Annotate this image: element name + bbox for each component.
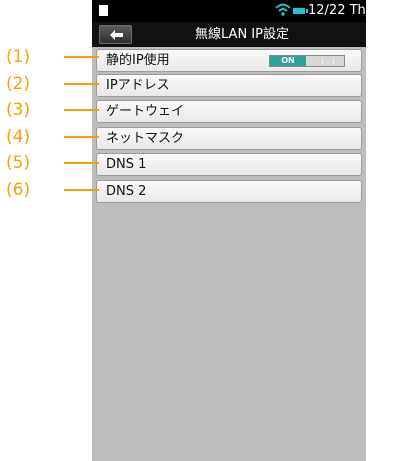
callout-5-label: (5) bbox=[6, 153, 31, 173]
device-screen: 12/22 Thu 12:34 無線LAN IP設定 静的IP使用 ON IPア… bbox=[92, 0, 366, 461]
ip-address-label: IPアドレス bbox=[106, 78, 170, 93]
callout-4-label: (4) bbox=[6, 127, 31, 147]
page-title: 無線LAN IP設定 bbox=[195, 27, 289, 42]
back-arrow-icon bbox=[110, 30, 123, 40]
callout-2-label: (2) bbox=[6, 74, 31, 94]
notification-icon bbox=[99, 5, 108, 16]
toggle-off-marker bbox=[322, 58, 334, 64]
static-ip-toggle[interactable]: ON bbox=[269, 55, 345, 67]
callout-1: (1) bbox=[0, 46, 99, 68]
callout-1-line bbox=[64, 56, 99, 58]
callout-3-label: (3) bbox=[6, 100, 31, 120]
callout-2-line bbox=[64, 83, 99, 85]
static-ip-row[interactable]: 静的IP使用 ON bbox=[96, 49, 362, 72]
callout-6-line bbox=[64, 189, 99, 191]
status-bar: 12/22 Thu 12:34 bbox=[92, 0, 366, 22]
dns2-row[interactable]: DNS 2 bbox=[96, 180, 362, 203]
callout-6: (6) bbox=[0, 179, 99, 201]
battery-icon bbox=[293, 8, 308, 14]
callout-4-line bbox=[64, 136, 99, 138]
callout-3: (3) bbox=[0, 99, 99, 121]
dns1-row[interactable]: DNS 1 bbox=[96, 153, 362, 176]
toggle-on-label: ON bbox=[270, 56, 306, 66]
callout-2: (2) bbox=[0, 73, 99, 95]
wifi-icon bbox=[275, 3, 291, 16]
callout-4: (4) bbox=[0, 126, 99, 148]
callout-6-label: (6) bbox=[6, 180, 31, 200]
netmask-label: ネットマスク bbox=[106, 131, 185, 146]
ip-address-row[interactable]: IPアドレス bbox=[96, 74, 362, 97]
static-ip-label: 静的IP使用 bbox=[106, 53, 170, 68]
callout-1-label: (1) bbox=[6, 47, 31, 67]
gateway-row[interactable]: ゲートウェイ bbox=[96, 100, 362, 123]
status-time: 12/22 Thu 12:34 bbox=[308, 3, 366, 18]
gateway-label: ゲートウェイ bbox=[106, 104, 185, 119]
callout-5: (5) bbox=[0, 152, 99, 174]
settings-list: 静的IP使用 ON IPアドレス ゲートウェイ ネットマスク DNS 1 DNS… bbox=[92, 47, 366, 461]
dns2-label: DNS 2 bbox=[106, 184, 147, 199]
netmask-row[interactable]: ネットマスク bbox=[96, 127, 362, 150]
back-button[interactable] bbox=[99, 25, 132, 44]
title-bar: 無線LAN IP設定 bbox=[92, 22, 366, 48]
callout-5-line bbox=[64, 162, 99, 164]
dns1-label: DNS 1 bbox=[106, 157, 147, 172]
callout-3-line bbox=[64, 109, 99, 111]
